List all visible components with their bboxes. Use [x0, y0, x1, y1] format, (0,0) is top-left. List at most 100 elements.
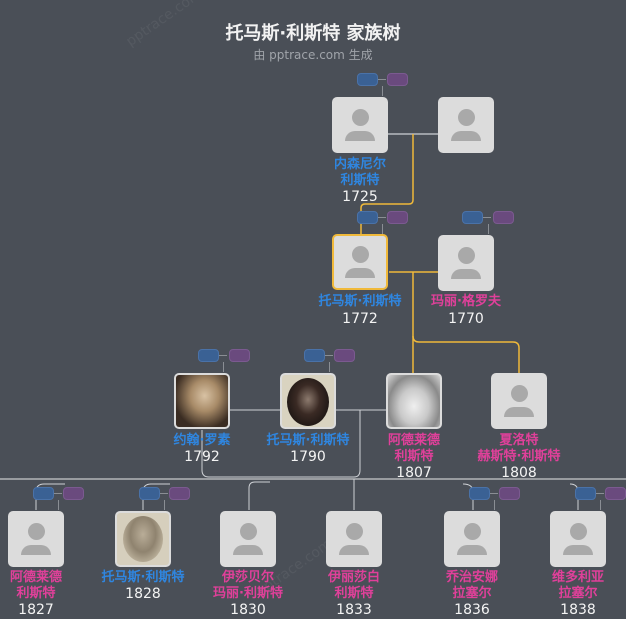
birth-year: 1770	[448, 311, 484, 327]
tag-connector	[483, 217, 491, 218]
avatar-placeholder-icon	[457, 247, 475, 264]
avatar-placeholder-icon	[351, 246, 369, 263]
tag-connector	[490, 493, 498, 494]
avatar-placeholder-icon	[463, 523, 481, 540]
mother-tag[interactable]	[334, 349, 355, 362]
person-name: 内森尼尔	[333, 157, 386, 172]
mother-tag[interactable]	[605, 487, 626, 500]
father-tag[interactable]	[575, 487, 596, 500]
father-tag[interactable]	[33, 487, 54, 500]
avatar-placeholder-icon	[451, 131, 481, 141]
avatar-placeholder-icon	[239, 523, 257, 540]
birth-year: 1772	[342, 311, 378, 327]
father-tag[interactable]	[357, 211, 378, 224]
person-name: 托马斯·利斯特	[101, 570, 185, 585]
person-node-p11[interactable]	[220, 511, 276, 567]
portrait-photo	[282, 375, 334, 427]
birth-year: 1790	[290, 449, 326, 465]
mother-tag[interactable]	[493, 211, 514, 224]
person-node-p14[interactable]	[550, 511, 606, 567]
person-node-p6[interactable]	[280, 373, 336, 429]
birth-year: 1827	[18, 602, 54, 618]
avatar-placeholder-icon	[451, 269, 481, 279]
person-node-p7[interactable]	[386, 373, 442, 429]
avatar-placeholder-icon	[457, 109, 475, 126]
person-name: 托马斯·利斯特	[266, 433, 350, 448]
avatar-placeholder-icon	[563, 545, 593, 555]
birth-year: 1808	[501, 465, 537, 481]
page-title: 托马斯·利斯特 家族树	[225, 23, 401, 44]
person-name: 阿德莱德	[9, 570, 62, 585]
mother-tag[interactable]	[499, 487, 520, 500]
person-name: 利斯特	[16, 586, 56, 601]
birth-year: 1833	[336, 602, 372, 618]
person-name: 玛丽·格罗夫	[431, 294, 501, 309]
birth-year: 1828	[125, 586, 161, 602]
person-node-p8[interactable]	[491, 373, 547, 429]
person-name: 夏洛特	[499, 433, 539, 448]
birth-year: 1838	[560, 602, 596, 618]
avatar-placeholder-icon	[345, 131, 375, 141]
avatar-placeholder-icon	[569, 523, 587, 540]
mother-tag[interactable]	[63, 487, 84, 500]
person-node-p5[interactable]	[174, 373, 230, 429]
person-name: 乔治安娜	[445, 570, 498, 585]
tag-connector	[378, 217, 386, 218]
tag-connector	[219, 355, 227, 356]
tag-stem	[164, 500, 165, 510]
tag-stem	[494, 500, 495, 510]
person-name: 玛丽·利斯特	[213, 586, 283, 601]
tag-stem	[382, 224, 383, 234]
person-node-p12[interactable]	[326, 511, 382, 567]
birth-year: 1792	[184, 449, 220, 465]
avatar-placeholder-icon	[233, 545, 263, 555]
person-node-p9[interactable]	[8, 511, 64, 567]
birth-year: 1807	[396, 465, 432, 481]
person-name: 伊丽莎白	[327, 570, 380, 585]
avatar-placeholder-icon	[27, 523, 45, 540]
mother-tag[interactable]	[387, 73, 408, 86]
person-name: 利斯特	[394, 449, 434, 464]
person-node-p13[interactable]	[444, 511, 500, 567]
avatar-placeholder-icon	[339, 545, 369, 555]
portrait-photo	[117, 513, 169, 565]
person-name: 伊莎贝尔	[221, 570, 274, 585]
person-name: 拉塞尔	[452, 586, 492, 601]
person-node-p1[interactable]	[332, 97, 388, 153]
avatar-placeholder-icon	[351, 109, 369, 126]
avatar-placeholder-icon	[345, 268, 375, 278]
father-tag[interactable]	[139, 487, 160, 500]
tag-stem	[600, 500, 601, 510]
mother-tag[interactable]	[169, 487, 190, 500]
tag-connector	[54, 493, 62, 494]
person-name: 维多利亚	[551, 570, 604, 585]
mother-tag[interactable]	[387, 211, 408, 224]
portrait-photo	[176, 375, 228, 427]
person-name: 阿德莱德	[387, 433, 440, 448]
birth-year: 1830	[230, 602, 266, 618]
father-tag[interactable]	[469, 487, 490, 500]
father-tag[interactable]	[462, 211, 483, 224]
person-node-p2[interactable]	[438, 97, 494, 153]
person-node-p4[interactable]	[438, 235, 494, 291]
avatar-placeholder-icon	[504, 407, 534, 417]
father-tag[interactable]	[357, 73, 378, 86]
person-name: 利斯特	[334, 586, 374, 601]
person-node-p10[interactable]	[115, 511, 171, 567]
father-tag[interactable]	[304, 349, 325, 362]
avatar-placeholder-icon	[345, 523, 363, 540]
father-tag[interactable]	[198, 349, 219, 362]
avatar-placeholder-icon	[510, 385, 528, 402]
person-name: 约翰·罗素	[173, 433, 231, 448]
person-node-p3-selected[interactable]	[332, 234, 388, 290]
tag-stem	[223, 362, 224, 372]
page-subtitle: 由 pptrace.com 生成	[253, 48, 373, 62]
birth-year: 1725	[342, 189, 378, 205]
person-name: 拉塞尔	[558, 586, 598, 601]
tag-connector	[596, 493, 604, 494]
avatar-placeholder-icon	[21, 545, 51, 555]
mother-tag[interactable]	[229, 349, 250, 362]
tag-connector	[378, 79, 386, 80]
tag-stem	[488, 224, 489, 234]
